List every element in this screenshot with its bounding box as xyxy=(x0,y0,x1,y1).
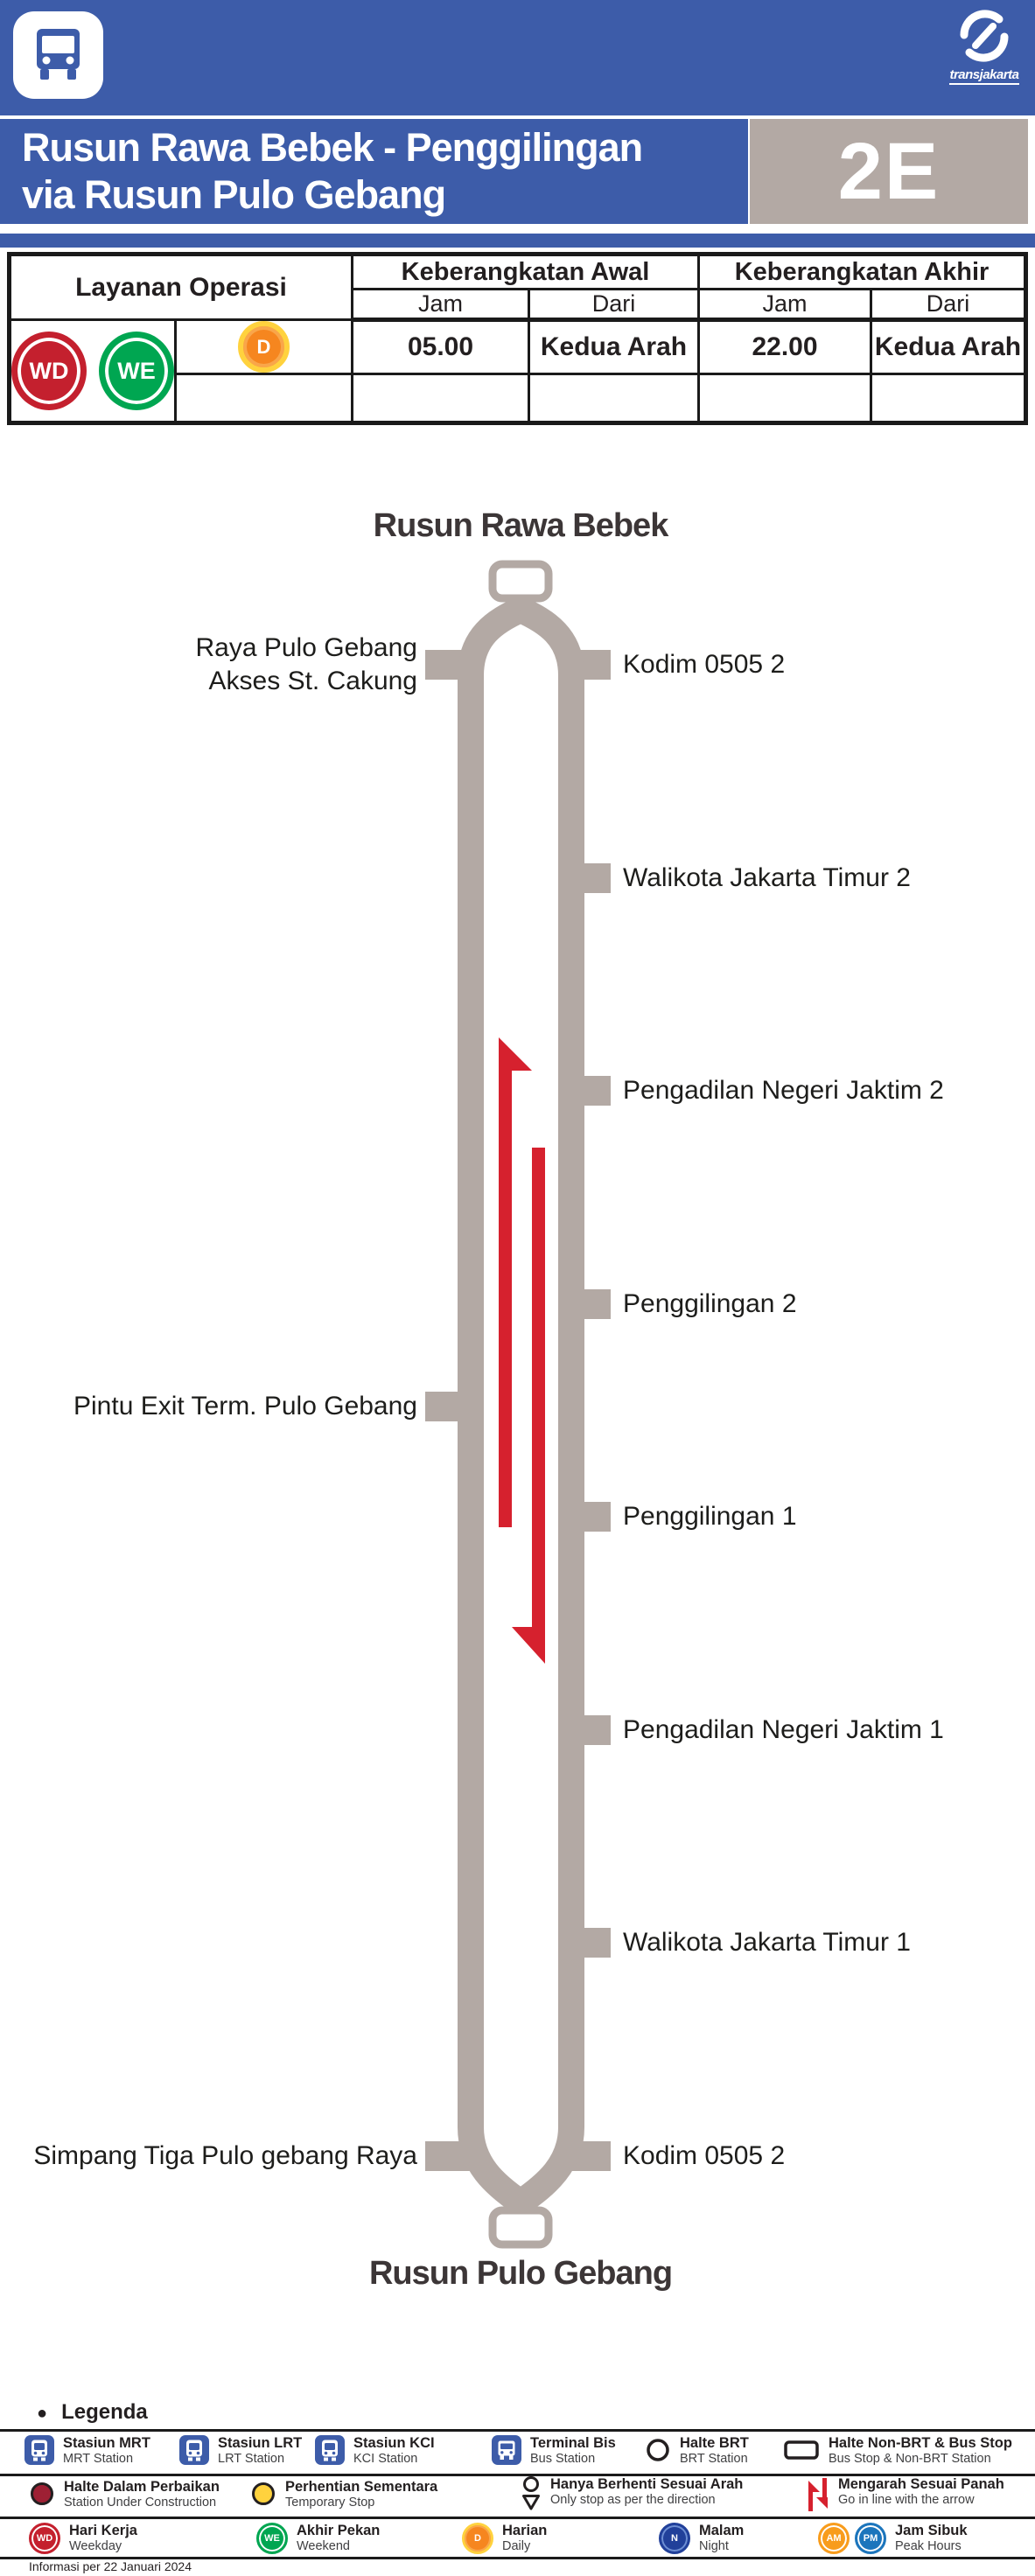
header-bar: transjakarta xyxy=(0,0,1035,115)
awal-jam-value: 05.00 xyxy=(351,318,530,375)
mrt-station-icon xyxy=(24,2435,54,2465)
title-bar: Rusun Rawa Bebek - Penggilingan via Rusu… xyxy=(0,119,748,224)
stop-label: Penggilingan 1 xyxy=(623,1502,797,1531)
akhir-jam-header: Jam xyxy=(697,288,872,322)
stop-label: Raya Pulo Gebang Akses St. Cakung xyxy=(195,633,417,695)
legend-title: ●Legenda xyxy=(37,2400,148,2424)
terminal-bottom-icon xyxy=(488,2206,553,2249)
transjakarta-swirl-icon xyxy=(960,10,1009,62)
weekend-badge: WE xyxy=(99,332,173,410)
stop-label: Walikota Jakarta Timur 1 xyxy=(623,1928,911,1957)
stop-label: Simpang Tiga Pulo gebang Raya xyxy=(33,2141,417,2170)
akhir-dari-value: Kedua Arah xyxy=(870,318,1027,375)
up-direction-arrow-icon xyxy=(499,1037,532,1527)
akhir-dari-header: Dari xyxy=(870,288,1027,322)
legend-divider xyxy=(0,2429,1035,2432)
terminal-top-title: Rusun Rawa Bebek xyxy=(373,507,669,544)
bullet-icon: ● xyxy=(37,2404,48,2423)
stop-label: Kodim 0505 2 xyxy=(623,650,786,679)
stop-label: Kodim 0505 2 xyxy=(623,2141,786,2170)
am-badge: AM xyxy=(818,2523,850,2554)
weekend-badge: WE xyxy=(256,2523,288,2554)
terminal-bottom-title: Rusun Pulo Gebang xyxy=(368,2255,673,2292)
stop-label: Penggilingan 2 xyxy=(623,1289,797,1318)
empty-cell xyxy=(528,373,700,424)
awal-dari-header: Dari xyxy=(528,288,700,322)
stop-label: Pengadilan Negeri Jaktim 2 xyxy=(623,1076,944,1105)
bus-icon xyxy=(13,11,103,103)
route-title-line2: via Rusun Pulo Gebang xyxy=(22,172,446,217)
daily-badge: D xyxy=(462,2523,493,2554)
temporary-stop-icon xyxy=(252,2482,275,2505)
divider-strip xyxy=(0,234,1035,248)
station-under-construction-icon xyxy=(31,2482,53,2505)
legend-divider xyxy=(0,2517,1035,2519)
transjakarta-logo: transjakarta xyxy=(944,9,1025,85)
weekday-badge: WD xyxy=(29,2523,60,2554)
keberangkatan-akhir-header: Keberangkatan Akhir xyxy=(697,253,1027,290)
brand-name: transjakarta xyxy=(949,67,1019,85)
awal-dari-value: Kedua Arah xyxy=(528,318,700,375)
route-code: 2E xyxy=(837,126,941,216)
stop-label: Pintu Exit Term. Pulo Gebang xyxy=(73,1392,417,1421)
non-brt-stop-icon xyxy=(784,2440,819,2460)
lrt-station-icon xyxy=(179,2435,209,2465)
arrow-direction-icon xyxy=(808,2478,828,2511)
daily-badge-cell: D xyxy=(174,318,353,375)
legend-divider xyxy=(0,2557,1035,2559)
stop-label: Walikota Jakarta Timur 2 xyxy=(623,863,911,892)
empty-cell xyxy=(174,373,353,424)
route-title: Rusun Rawa Bebek - Penggilingan via Rusu… xyxy=(22,124,643,219)
route-code-badge: 2E xyxy=(750,119,1028,224)
kci-station-icon xyxy=(315,2435,345,2465)
empty-cell xyxy=(351,373,530,424)
empty-cell xyxy=(697,373,872,424)
night-badge: N xyxy=(659,2523,690,2554)
daily-badge: D xyxy=(238,322,290,372)
keberangkatan-awal-header: Keberangkatan Awal xyxy=(351,253,700,290)
terminal-top-icon xyxy=(488,560,553,603)
awal-jam-header: Jam xyxy=(351,288,530,322)
brt-station-icon xyxy=(647,2439,669,2461)
bus-terminal-icon xyxy=(492,2435,521,2465)
down-direction-arrow-icon xyxy=(512,1148,545,1664)
route-title-line1: Rusun Rawa Bebek - Penggilingan xyxy=(22,125,643,170)
route-loop-line xyxy=(458,597,584,2214)
weekday-badge: WD xyxy=(11,332,87,410)
pm-badge: PM xyxy=(855,2523,886,2554)
info-date-note: Informasi per 22 Januari 2024 xyxy=(29,2559,192,2573)
akhir-jam-value: 22.00 xyxy=(697,318,872,375)
legend-divider xyxy=(0,2474,1035,2476)
schedule-table: Layanan Operasi Keberangkatan Awal Keber… xyxy=(7,252,1028,425)
layanan-operasi-header: Layanan Operasi xyxy=(8,253,353,321)
empty-cell xyxy=(870,373,1027,424)
service-badges-cell: WD WE xyxy=(8,318,177,424)
direction-stop-icon xyxy=(522,2476,540,2510)
stop-label: Pengadilan Negeri Jaktim 1 xyxy=(623,1715,944,1744)
route-map xyxy=(425,560,611,2249)
